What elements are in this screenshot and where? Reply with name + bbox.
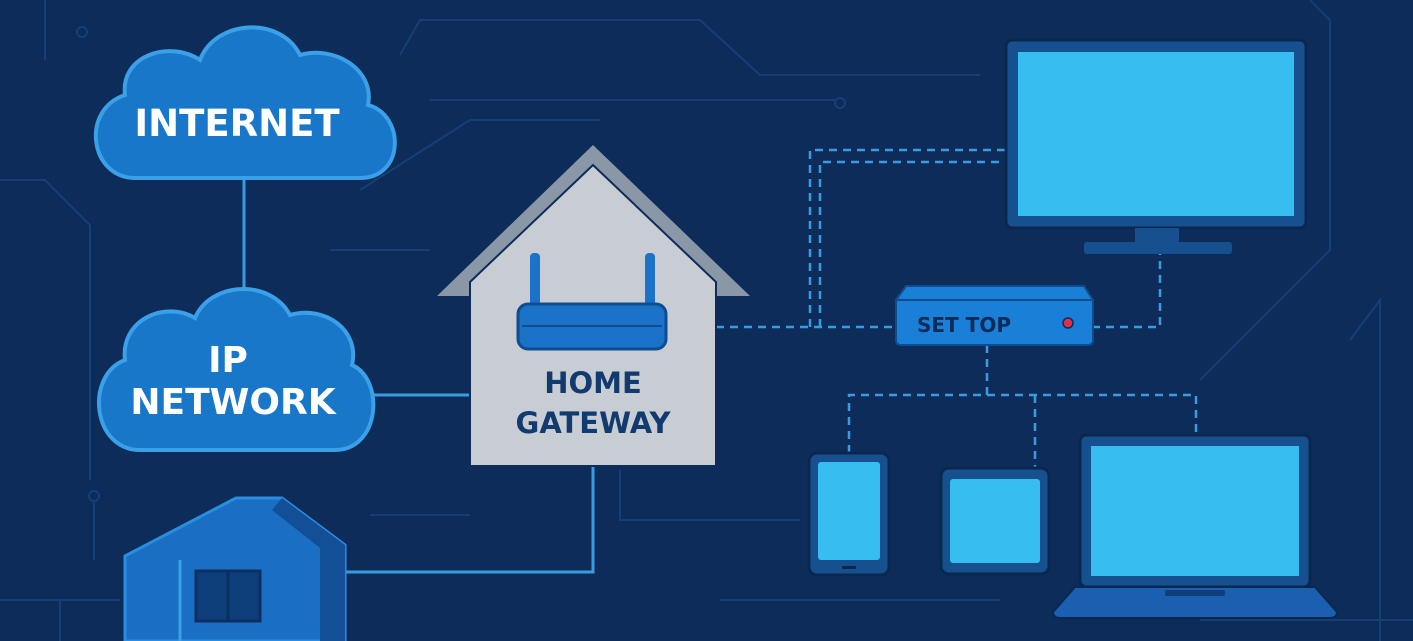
tablet-screen (950, 479, 1040, 563)
wired-links (242, 178, 595, 574)
home-lan-links (716, 148, 1198, 468)
cloud-icon (93, 25, 397, 180)
tv-icon (1004, 38, 1308, 254)
phone-icon (807, 451, 891, 577)
set-top-label: SET TOP (917, 313, 1011, 337)
ip-network-label-line1: IP (208, 340, 248, 381)
gateway-roof (437, 145, 750, 296)
set-top-led (1062, 317, 1074, 329)
phone-screen (818, 462, 880, 560)
tv-screen (1018, 52, 1294, 216)
settop-to-tv-link (1092, 254, 1162, 329)
home-gateway: HOME GATEWAY (437, 145, 750, 467)
gateway-to-tv-link-a (808, 148, 1006, 327)
laptop-icon (1051, 433, 1339, 619)
tablet-icon (939, 466, 1051, 576)
cloud-icon (97, 287, 376, 452)
internet-label: INTERNET (134, 102, 340, 145)
home-gateway-label-line1: HOME (544, 366, 642, 400)
devices-bus-link (847, 393, 1198, 453)
ip-network-label-line2: NETWORK (130, 382, 336, 423)
gateway-to-house-link (345, 465, 595, 574)
laptop-screen (1091, 446, 1299, 576)
set-top-box: SET TOP (895, 285, 1094, 346)
house-icon (123, 496, 347, 641)
ip-network-cloud: IP NETWORK (97, 287, 376, 452)
internet-cloud: INTERNET (93, 25, 397, 180)
home-gateway-label-line2: GATEWAY (516, 406, 672, 440)
router-icon (516, 253, 668, 351)
